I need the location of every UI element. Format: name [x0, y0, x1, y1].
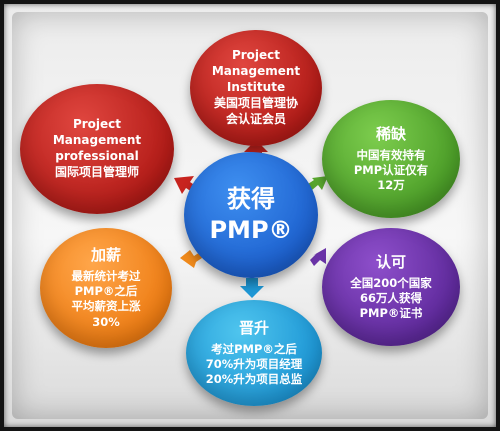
node-salary-title: 加薪 [90, 246, 121, 265]
node-pmp-professional: Project Management professional 国际项目管理师 [20, 84, 174, 214]
node-pmi-line1: Project [231, 48, 281, 63]
node-salary: 加薪 最新统计考过 PMP®之后 平均薪资上涨 30% [40, 228, 172, 348]
arrow-left-down-icon [180, 250, 202, 268]
node-scarce-line1: 中国有效持有 [356, 147, 426, 162]
node-pmp-professional-line1: Project [72, 117, 122, 132]
node-pmp-professional-line4: 国际项目管理师 [54, 164, 139, 179]
node-recognized: 认可 全国200个国家 66万人获得 PMP®证书 [322, 228, 460, 346]
node-scarce-line2: PMP认证仅有 [353, 162, 429, 177]
node-recognized-title: 认可 [375, 252, 406, 271]
node-promotion-line1: 考过PMP®之后 [211, 341, 297, 356]
node-pmp-professional-line3: professional [55, 149, 139, 163]
node-pmi-line2: Management [211, 64, 301, 79]
node-pmp-professional-line2: Management [52, 133, 142, 148]
node-pmi: Project Management Institute 美国项目管理协 会认证… [190, 30, 322, 146]
node-promotion: 晋升 考过PMP®之后 70%升为项目经理 20%升为项目总监 [186, 300, 322, 406]
node-recognized-line3: PMP®证书 [359, 305, 423, 320]
arrow-right-down-icon [310, 248, 326, 266]
node-pmi-line5: 会认证会员 [225, 111, 286, 126]
node-recognized-line1: 全国200个国家 [350, 275, 432, 290]
node-pmi-line4: 美国项目管理协 [213, 95, 298, 110]
node-promotion-line3: 20%升为项目总监 [205, 371, 303, 386]
node-recognized-line2: 66万人获得 [359, 290, 422, 305]
arrow-down-icon [240, 278, 264, 298]
center-title-line2: PMP® [209, 216, 293, 244]
node-promotion-title: 晋升 [238, 318, 269, 337]
node-scarce-line3: 12万 [377, 177, 405, 192]
node-salary-line4: 30% [92, 314, 120, 329]
node-salary-line2: PMP®之后 [74, 284, 138, 299]
node-center-pmp: 获得 PMP® [184, 152, 318, 278]
node-salary-line3: 平均薪资上涨 [71, 299, 141, 314]
arrow-right-up-icon [308, 176, 328, 190]
center-title-line1: 获得 [227, 184, 275, 213]
node-promotion-line2: 70%升为项目经理 [205, 356, 303, 371]
node-scarce-title: 稀缺 [375, 124, 406, 143]
node-scarce: 稀缺 中国有效持有 PMP认证仅有 12万 [322, 100, 460, 218]
node-pmi-line3: Institute [226, 80, 286, 95]
node-salary-line1: 最新统计考过 [71, 269, 141, 284]
